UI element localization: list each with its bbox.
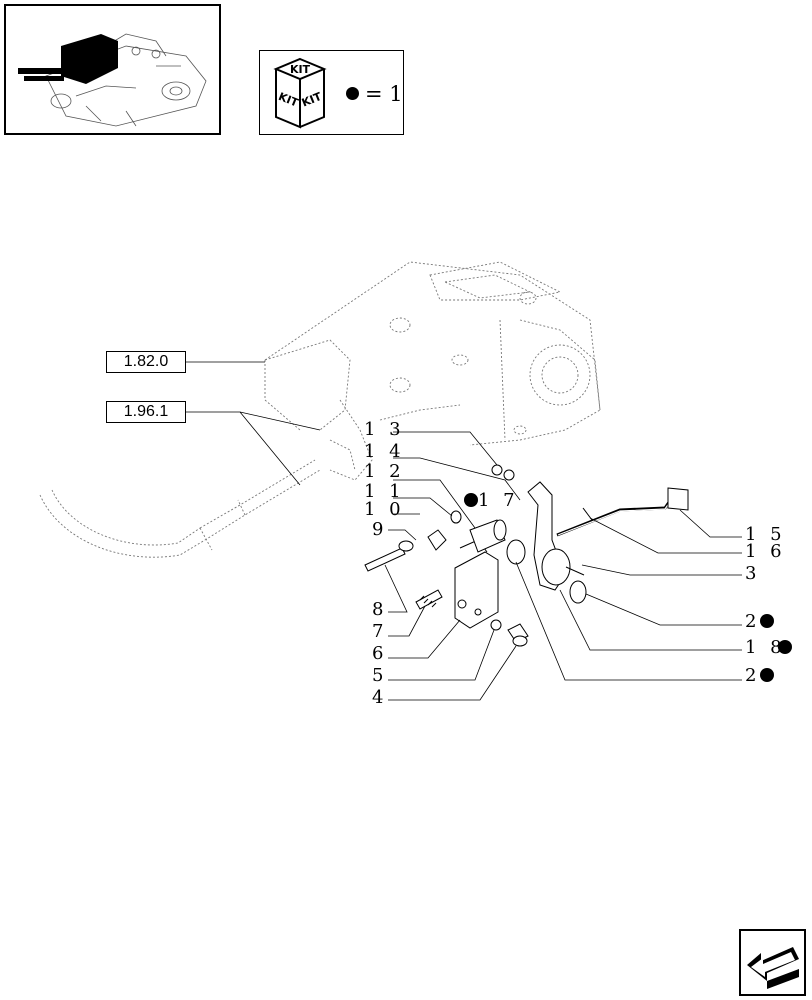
part-13-nut [491,464,503,476]
callout-leaders [384,431,742,701]
reference-box-1-96-1[interactable]: 1.96.1 [106,401,186,423]
callout-11: 1 1 [364,481,405,502]
reference-leaders [186,361,321,486]
callout-7: 7 [372,621,388,642]
kit-marker-dot-icon [777,640,792,654]
kit-marker-dot-icon [760,668,775,682]
part-2-bushing-left [506,539,526,565]
part-8-bolt [364,547,406,572]
callout-10: 1 0 [364,499,405,520]
callout-13: 1 3 [364,419,405,440]
part-5-washer [490,619,502,631]
kit-equation-text: = 1 [365,82,403,106]
callout-2-lower: 2 [745,666,775,686]
callout-3: 3 [745,563,761,584]
part-15-rod-end [667,487,689,511]
thumbnail-assembly-icon [18,33,207,127]
kit-cube-icon: KIT KIT KIT [273,57,327,129]
callout-4: 4 [372,687,388,708]
kit-legend-box: KIT KIT KIT [259,50,404,135]
callout-5: 5 [372,665,388,686]
callout-15: 1 5 [745,524,786,545]
callout-8: 8 [372,599,388,620]
kit-marker-dot-icon [760,614,775,628]
part-3-pin [565,566,585,576]
part-11-washer [450,510,462,524]
part-2-bushing-right [569,580,587,604]
part-9-plate [427,529,447,551]
callout-17: 1 7 [464,491,519,511]
part-9-sleeve [398,540,414,552]
part-7-spring [415,589,443,610]
callout-9: 9 [372,519,388,540]
next-page-arrow-icon [747,947,799,989]
callout-18: 1 8 [745,638,792,658]
callout-14: 1 4 [364,441,405,462]
kit-equation: = 1 [346,82,403,106]
reference-box-1-82-0[interactable]: 1.82.0 [106,351,186,373]
part-15-rod [556,497,674,537]
callout-2-upper: 2 [745,612,775,632]
kit-cube-top-label: KIT [290,63,311,76]
part-6-bracket [454,551,499,629]
assembly-thumbnail [4,4,221,135]
callout-12: 1 2 [364,461,405,482]
kit-marker-dot-icon [346,87,359,100]
next-page-button[interactable] [739,929,806,996]
part-14-washer [503,469,515,481]
kit-marker-dot-icon [464,493,478,507]
housing-outline [264,261,601,481]
callout-6: 6 [372,643,388,664]
cable-outline [39,459,321,558]
parts [364,464,689,647]
callout-16: 1 6 [745,541,786,562]
